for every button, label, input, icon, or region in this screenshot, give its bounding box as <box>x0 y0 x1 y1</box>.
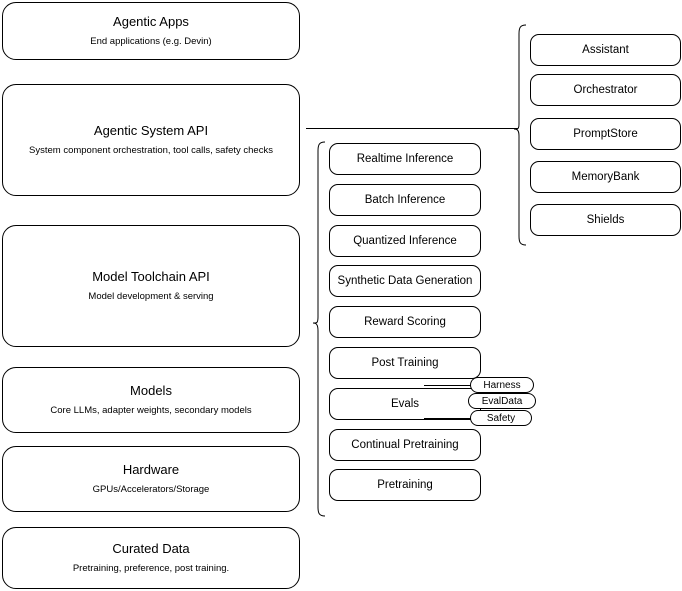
agentic-component-orchestrator[interactable]: Orchestrator <box>530 74 681 106</box>
toolchain-item-batch-inference[interactable]: Batch Inference <box>329 184 481 216</box>
stack-layer-models[interactable]: Models Core LLMs, adapter weights, secon… <box>2 367 300 433</box>
stack-layer-subtitle: End applications (e.g. Devin) <box>90 35 212 47</box>
eval-subcomponent-label: Harness <box>483 379 521 391</box>
agentic-component-label: Assistant <box>582 43 629 56</box>
agentic-component-label: Orchestrator <box>573 83 638 96</box>
agentic-component-promptstore[interactable]: PromptStore <box>530 118 681 150</box>
toolchain-item-label: Realtime Inference <box>356 152 454 165</box>
stack-layer-subtitle: GPUs/Accelerators/Storage <box>92 483 210 495</box>
toolchain-item-reward-scoring[interactable]: Reward Scoring <box>329 306 481 338</box>
connector-agentic-system-api-to-components <box>306 128 518 129</box>
toolchain-item-label: Evals <box>390 397 420 410</box>
stack-layer-agentic-apps[interactable]: Agentic Apps End applications (e.g. Devi… <box>2 2 300 60</box>
stack-layer-curated-data[interactable]: Curated Data Pretraining, preference, po… <box>2 527 300 589</box>
toolchain-item-evals[interactable]: Evals <box>329 388 481 420</box>
stack-layer-title: Curated Data <box>112 541 190 557</box>
toolchain-item-label: Continual Pretraining <box>351 438 459 451</box>
stack-layer-subtitle: Model development & serving <box>88 290 214 302</box>
stack-layer-hardware[interactable]: Hardware GPUs/Accelerators/Storage <box>2 446 300 512</box>
toolchain-item-label: Post Training <box>371 356 439 369</box>
agentic-component-label: PromptStore <box>573 127 638 140</box>
agentic-component-label: Shields <box>586 213 625 226</box>
stack-layer-title: Agentic System API <box>93 123 209 139</box>
stack-layer-model-toolchain-api[interactable]: Model Toolchain API Model development & … <box>2 225 300 347</box>
eval-subcomponent-harness[interactable]: Harness <box>470 377 534 393</box>
connector-evals-to-safety <box>424 418 472 419</box>
agentic-component-assistant[interactable]: Assistant <box>530 34 681 66</box>
eval-subcomponent-safety[interactable]: Safety <box>470 410 532 426</box>
stack-layer-subtitle: Pretraining, preference, post training. <box>72 562 230 574</box>
toolchain-item-continual-pretraining[interactable]: Continual Pretraining <box>329 429 481 461</box>
stack-layer-title: Model Toolchain API <box>92 269 210 285</box>
agentic-component-shields[interactable]: Shields <box>530 204 681 236</box>
stack-layer-title: Hardware <box>122 462 180 478</box>
stack-layer-subtitle: Core LLMs, adapter weights, secondary mo… <box>50 404 252 416</box>
stack-layer-subtitle: System component orchestration, tool cal… <box>29 144 273 156</box>
toolchain-item-label: Synthetic Data Generation <box>337 274 473 287</box>
toolchain-item-label: Quantized Inference <box>353 234 457 247</box>
eval-subcomponent-evaldata[interactable]: EvalData <box>468 393 536 409</box>
eval-subcomponent-label: Safety <box>486 412 516 424</box>
agentic-component-label: MemoryBank <box>571 170 640 183</box>
agentic-component-memorybank[interactable]: MemoryBank <box>530 161 681 193</box>
toolchain-item-pretraining[interactable]: Pretraining <box>329 469 481 501</box>
brace-agentic-components <box>513 24 527 246</box>
eval-subcomponent-label: EvalData <box>481 395 523 407</box>
toolchain-item-quantized-inference[interactable]: Quantized Inference <box>329 225 481 257</box>
stack-layer-title: Agentic Apps <box>113 14 189 30</box>
toolchain-item-post-training[interactable]: Post Training <box>329 347 481 379</box>
toolchain-item-label: Batch Inference <box>364 193 446 206</box>
stack-layer-title: Models <box>130 383 172 399</box>
toolchain-item-label: Reward Scoring <box>364 315 446 328</box>
brace-toolchain-components <box>312 141 326 517</box>
stack-layer-agentic-system-api[interactable]: Agentic System API System component orch… <box>2 84 300 196</box>
toolchain-item-label: Pretraining <box>377 478 433 491</box>
toolchain-item-realtime-inference[interactable]: Realtime Inference <box>329 143 481 175</box>
connector-evals-to-harness <box>424 385 472 386</box>
toolchain-item-synthetic-data-generation[interactable]: Synthetic Data Generation <box>329 265 481 297</box>
